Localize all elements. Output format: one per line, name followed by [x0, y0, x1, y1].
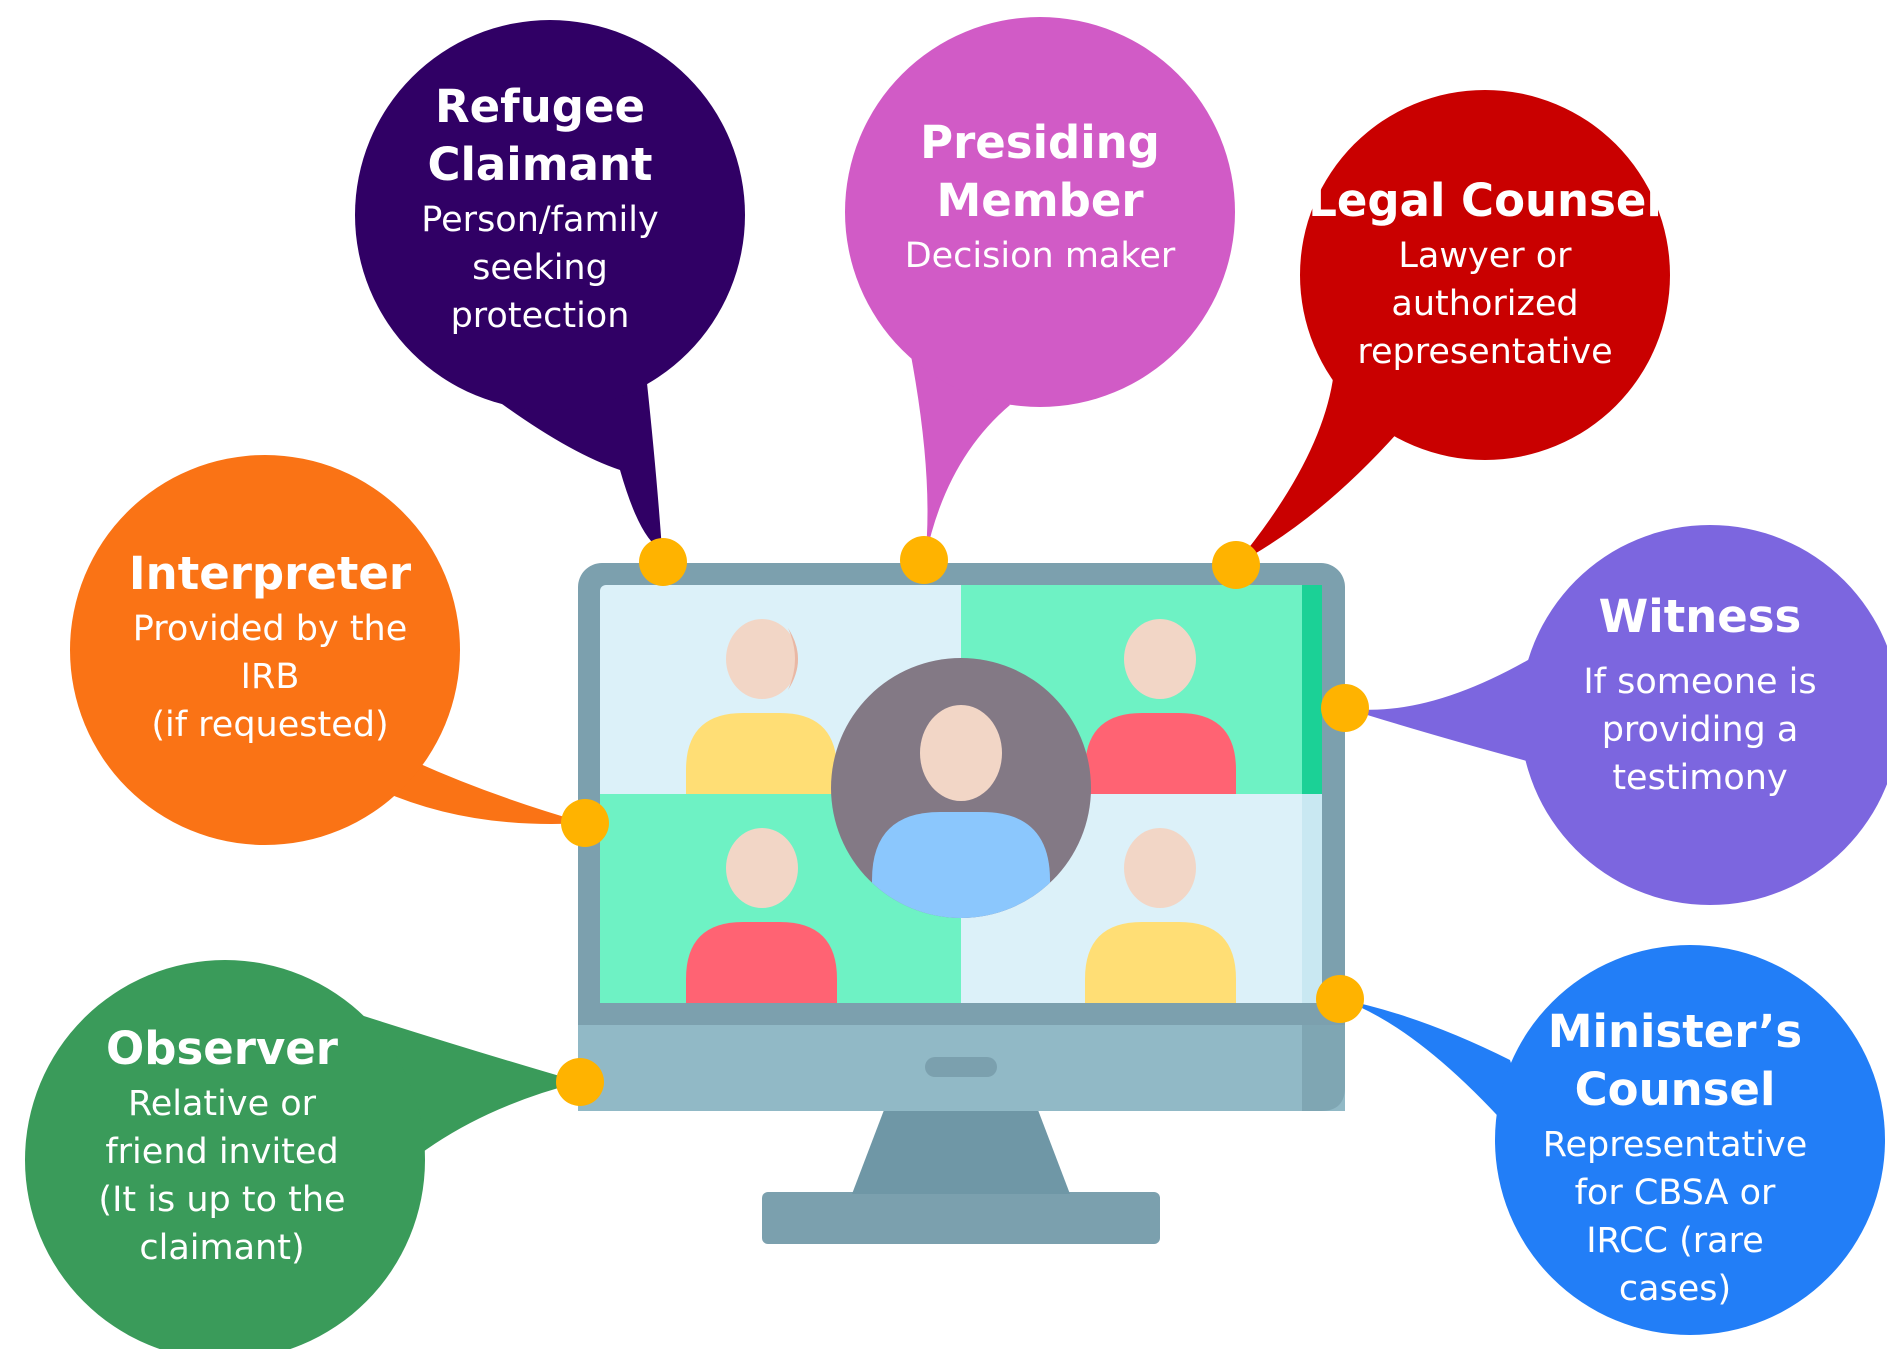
presiding-member-bubble [845, 17, 1235, 560]
witness-title: Witness [1598, 590, 1802, 643]
refugee-claimant-connector-dot [639, 538, 687, 586]
ministers-counsel-description: Representative for CBSA or IRCC (rare ca… [1542, 1125, 1808, 1309]
legal-counsel-bubble-tail [1235, 360, 1400, 565]
interpreter-bubble-tail [380, 745, 585, 825]
witness-bubble-tail [1345, 650, 1560, 770]
witness-connector-dot [1321, 684, 1369, 732]
interpreter-label: Interpreter Provided by the IRB (if requ… [100, 545, 440, 749]
presiding-member-bubble-body [845, 17, 1235, 407]
active-speaker-avatar [831, 658, 1091, 918]
legal-counsel-description: Lawyer or authorized representative [1357, 236, 1613, 372]
observer-label: Observer Relative or friend invited (It … [62, 1020, 382, 1272]
presiding-member-description: Decision maker [904, 236, 1176, 276]
participant-bottom-left [686, 828, 837, 1003]
participant-top-right [1085, 619, 1236, 794]
observer-bubble [25, 960, 580, 1349]
witness-bubble-body [1520, 525, 1887, 905]
monitor-stand [852, 1110, 1070, 1194]
role-bubbles [25, 17, 1887, 1349]
refugee-claimant-label: Refugee Claimant Person/family seeking p… [360, 78, 720, 340]
observer-connector-dot [556, 1058, 604, 1106]
monitor-chin-shade [1302, 1025, 1345, 1111]
refugee-claimant-bubble [355, 20, 745, 550]
witness-bubble [1345, 525, 1887, 905]
legal-counsel-title: Legal Counsel [1308, 174, 1662, 227]
ministers-counsel-bubble [1340, 945, 1885, 1335]
interpreter-description: Provided by the IRB (if requested) [132, 609, 408, 745]
observer-bubble-body [25, 960, 425, 1349]
observer-description: Relative or friend invited (It is up to … [98, 1084, 346, 1268]
screen-edge-light [1302, 794, 1322, 1003]
interpreter-bubble [70, 455, 585, 845]
refugee-claimant-title: Refugee Claimant [427, 80, 653, 191]
interpreter-bubble-body [70, 455, 460, 845]
refugee-claimant-bubble-body [355, 20, 745, 410]
witness-description: If someone is providing a testimony [1583, 662, 1817, 798]
observer-title: Observer [105, 1022, 338, 1075]
participant-bottom-right [1085, 828, 1236, 1003]
ministers-counsel-title: Minister’s Counsel [1547, 1005, 1803, 1116]
presiding-member-connector-dot [900, 536, 948, 584]
legal-counsel-label: Legal Counsel Lawyer or authorized repre… [1305, 172, 1665, 376]
monitor-power-led [925, 1057, 997, 1077]
presiding-member-title: Presiding Member [920, 116, 1160, 227]
participant-top-left [686, 619, 837, 794]
monitor-base [762, 1192, 1160, 1244]
legal-counsel-bubble [1235, 90, 1670, 565]
ministers-counsel-label: Minister’s Counsel Representative for CB… [1515, 1003, 1835, 1313]
interpreter-connector-dot [561, 799, 609, 847]
ministers-counsel-connector-dot [1316, 975, 1364, 1023]
connector-dots [556, 536, 1369, 1106]
video-conference-monitor-icon [578, 563, 1345, 1244]
refugee-claimant-description: Person/family seeking protection [421, 200, 659, 336]
legal-counsel-bubble-body [1300, 90, 1670, 460]
witness-label: Witness If someone is providing a testim… [1540, 588, 1860, 802]
ministers-counsel-bubble-body [1495, 945, 1885, 1335]
interpreter-title: Interpreter [128, 547, 412, 600]
screen-edge-highlight [1302, 585, 1322, 794]
legal-counsel-connector-dot [1212, 541, 1260, 589]
presiding-member-label: Presiding Member Decision maker [860, 114, 1220, 280]
